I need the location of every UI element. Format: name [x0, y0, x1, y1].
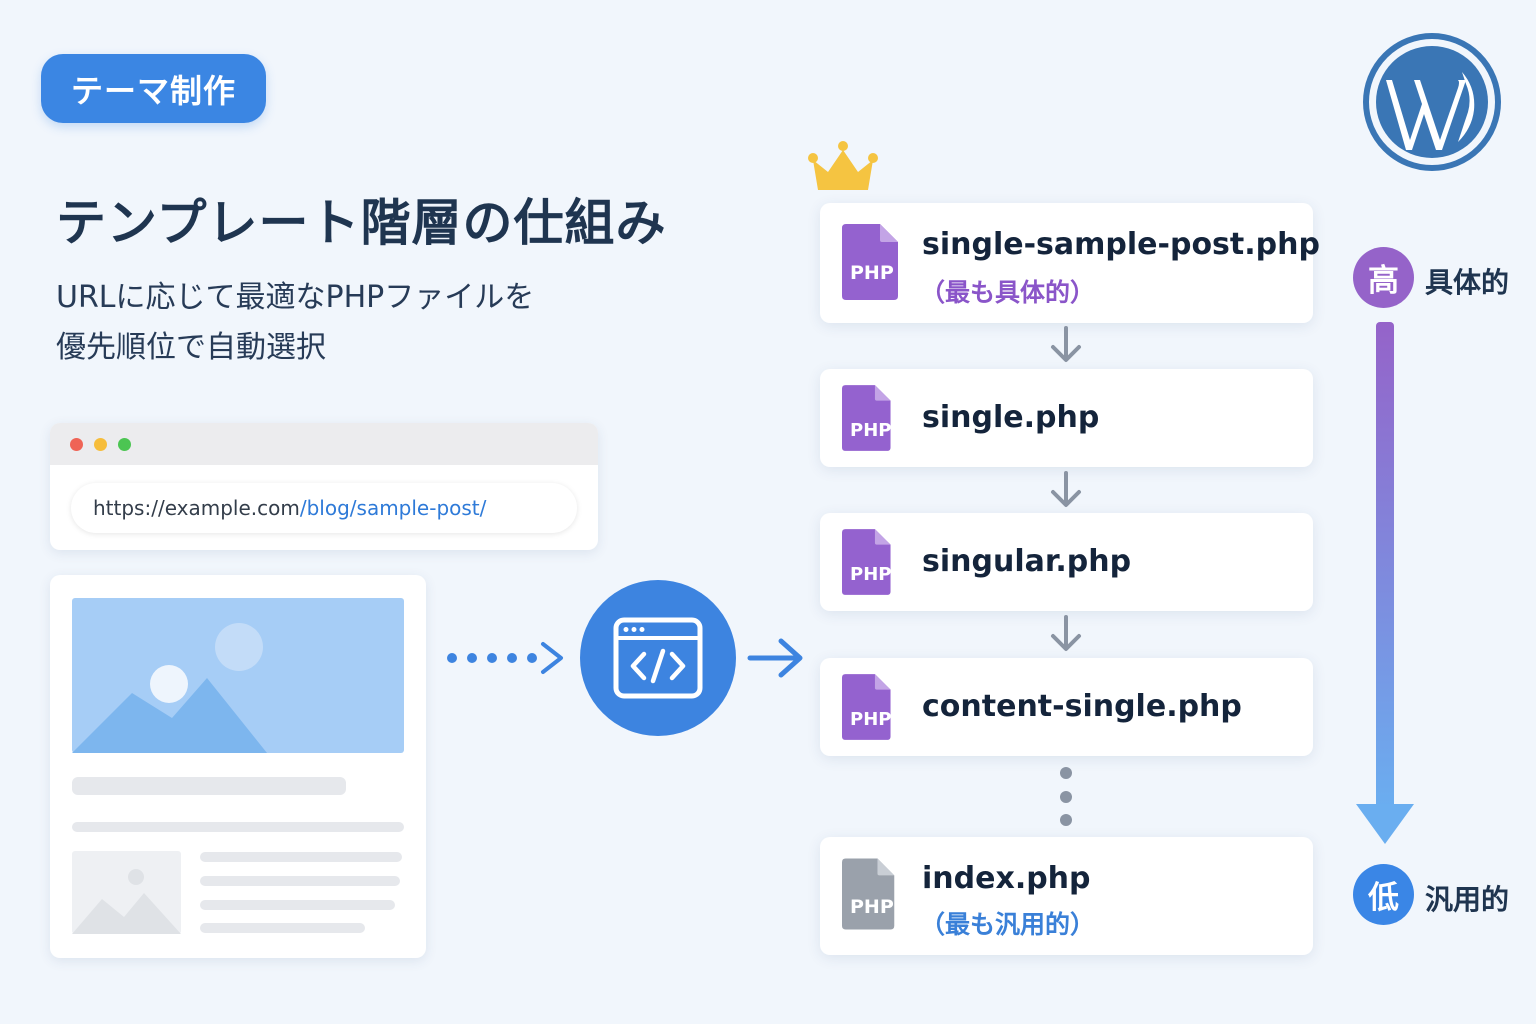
category-tag: テーマ制作 — [41, 54, 266, 123]
file-name: single-sample-post.php — [922, 227, 1320, 262]
priority-low-label: 汎用的 — [1425, 883, 1510, 916]
php-label: PHP — [850, 709, 892, 730]
php-label: PHP — [850, 896, 894, 918]
file-name: singular.php — [922, 544, 1132, 579]
text-line-placeholder — [200, 900, 395, 910]
template-engine-circle — [580, 580, 736, 736]
template-card-single-sample-post: PHP single-sample-post.php （最も具体的） — [820, 203, 1320, 323]
browser-window: https://example.com/blog/sample-post/ — [50, 423, 598, 550]
maximize-dot-icon — [118, 438, 131, 451]
minimize-dot-icon — [94, 438, 107, 451]
file-note: （最も汎用的） — [920, 910, 1096, 939]
template-card-index: PHP index.php （最も汎用的） — [820, 837, 1313, 955]
template-card-content-single: PHP content-single.php — [820, 658, 1313, 756]
subtitle-line-2: 優先順位で自動選択 — [56, 330, 326, 365]
page-preview — [50, 575, 426, 958]
php-label: PHP — [850, 262, 894, 284]
text-line-placeholder — [200, 923, 365, 933]
php-label: PHP — [850, 420, 892, 441]
template-card-single: PHP single.php — [820, 369, 1313, 467]
image-placeholder-icon — [72, 851, 181, 934]
down-arrow-icon — [1051, 326, 1081, 362]
crown-icon — [808, 141, 878, 190]
down-arrow-icon — [1051, 471, 1081, 507]
hero-image-icon — [72, 598, 404, 753]
text-line-placeholder — [72, 822, 404, 832]
browser-titlebar — [50, 423, 598, 465]
php-file-icon — [842, 674, 891, 740]
url-host: https://example.com — [93, 496, 300, 520]
ellipsis-vertical-icon — [1060, 767, 1072, 826]
priority-low-badge: 低 — [1353, 864, 1414, 925]
close-dot-icon — [70, 438, 83, 451]
file-name: index.php — [922, 861, 1091, 896]
priority-high-label: 具体的 — [1425, 266, 1510, 299]
php-file-icon — [842, 529, 891, 595]
page-title: テンプレート階層の仕組み — [56, 194, 667, 252]
text-line-placeholder — [200, 876, 400, 886]
url-path: /blog/sample-post/ — [299, 496, 487, 520]
subtitle-line-1: URLに応じて最適なPHPファイルを — [56, 280, 535, 315]
text-line-placeholder — [72, 777, 346, 795]
text-line-placeholder — [200, 852, 402, 862]
php-file-icon — [842, 224, 898, 300]
priority-gradient-arrow-icon — [1356, 322, 1414, 844]
file-name: single.php — [922, 400, 1100, 435]
right-arrow-icon — [747, 638, 803, 678]
down-arrow-icon — [1051, 615, 1081, 651]
php-label: PHP — [850, 564, 892, 585]
template-card-singular: PHP singular.php — [820, 513, 1313, 611]
file-name: content-single.php — [922, 689, 1242, 724]
php-file-icon — [842, 385, 891, 451]
php-file-icon — [842, 858, 895, 930]
file-note: （最も具体的） — [920, 278, 1096, 307]
priority-high-badge: 高 — [1353, 247, 1414, 308]
wordpress-logo-icon — [1363, 33, 1501, 171]
dotted-arrow-icon — [447, 642, 563, 674]
code-window-icon — [613, 617, 703, 699]
address-bar[interactable]: https://example.com/blog/sample-post/ — [71, 483, 577, 533]
